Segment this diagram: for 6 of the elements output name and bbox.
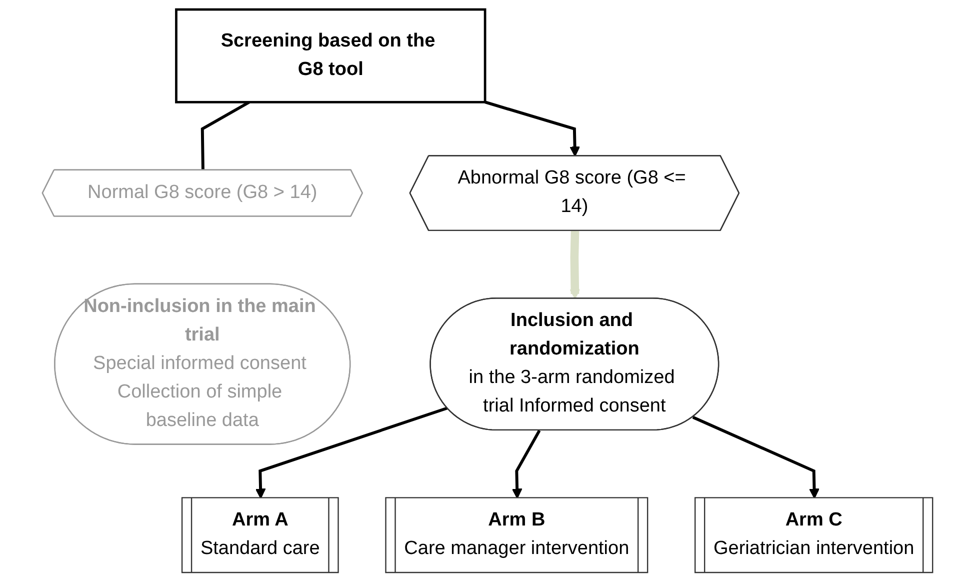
arrow <box>512 430 541 499</box>
arrow <box>570 230 580 300</box>
node-box: Screening based on the G8 tool <box>175 8 486 104</box>
arrow <box>484 100 580 157</box>
arrow <box>255 406 448 499</box>
arrow <box>692 416 820 499</box>
